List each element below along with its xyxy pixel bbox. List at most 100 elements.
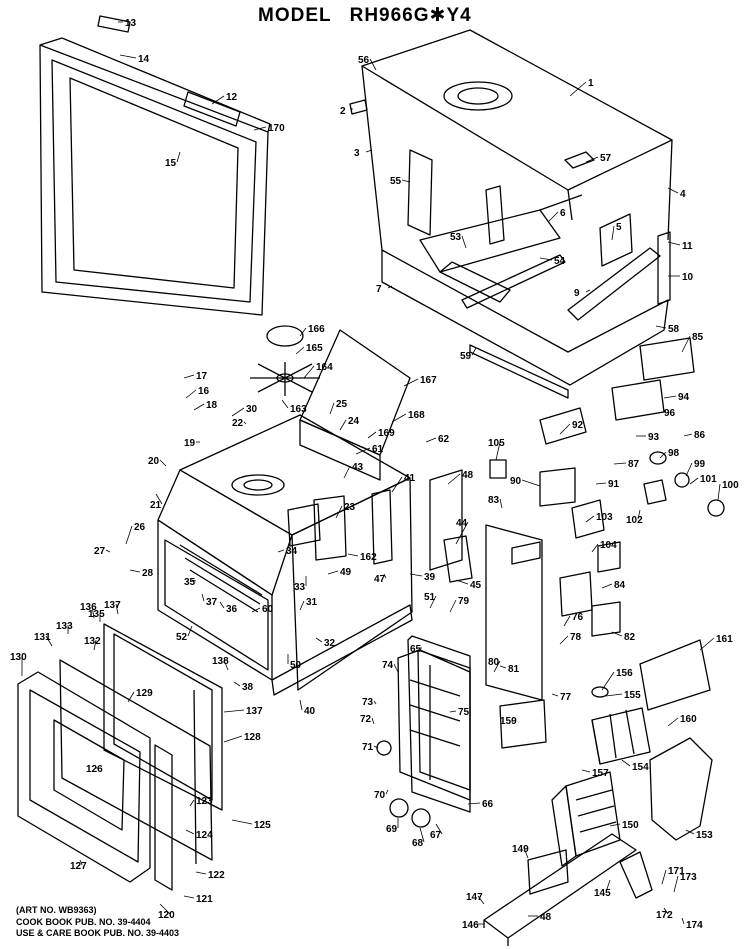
- leader-line-22: [243, 421, 247, 425]
- leader-line-137: [115, 603, 119, 615]
- part-label-48: 48: [540, 912, 552, 923]
- leader-line-72: [371, 717, 375, 725]
- part-label-167: 167: [420, 375, 437, 386]
- leader-line-5: [611, 225, 615, 241]
- part-label-55: 55: [390, 176, 402, 187]
- part-label-136: 136: [80, 602, 97, 613]
- part-label-70: 70: [374, 790, 386, 801]
- part-label-146: 146: [462, 920, 479, 931]
- part-label-79: 79: [458, 596, 470, 607]
- part-label-131: 131: [34, 632, 51, 643]
- leader-line-45: [455, 579, 469, 585]
- part-label-135: 135: [88, 609, 105, 620]
- part-label-59: 59: [460, 351, 472, 362]
- leader-line-124: [185, 829, 195, 835]
- leader-line-123: [189, 799, 195, 807]
- part-label-122: 122: [208, 870, 225, 881]
- part-label-154: 154: [632, 762, 649, 773]
- part-label-149: 149: [512, 844, 529, 855]
- leader-line-35: [191, 579, 197, 582]
- leader-line-149: [523, 847, 529, 859]
- leader-line-74: [393, 663, 399, 673]
- part-label-132: 132: [84, 636, 101, 647]
- part-label-81: 81: [508, 664, 520, 675]
- leader-line-96: [651, 411, 663, 415]
- part-label-76: 76: [572, 612, 584, 623]
- part-label-14: 14: [138, 54, 150, 65]
- leader-line-6: [547, 211, 559, 223]
- part-label-57: 57: [600, 153, 612, 164]
- part-label-19: 19: [184, 438, 196, 449]
- part-label-123: 123: [196, 796, 213, 807]
- part-label-40: 40: [304, 706, 316, 717]
- leader-line-145: [605, 879, 611, 893]
- leader-line-18: [193, 403, 205, 411]
- leader-line-75: [449, 710, 457, 713]
- leader-line-80: [493, 660, 501, 673]
- leader-line-59: [471, 347, 477, 356]
- leader-line-160: [667, 717, 679, 727]
- leader-line-91: [595, 482, 607, 485]
- leader-line-86: [683, 433, 693, 437]
- leader-line-162: [347, 553, 359, 557]
- part-label-99: 99: [694, 459, 706, 470]
- part-label-74: 74: [382, 660, 394, 671]
- leader-line-92: [559, 423, 571, 435]
- leader-line-168: [391, 413, 407, 423]
- leader-line-172: [663, 907, 669, 915]
- leader-line-71: [373, 745, 379, 749]
- leader-line-51: [429, 595, 437, 609]
- leader-line-31: [299, 600, 305, 611]
- part-label-24: 24: [348, 416, 360, 427]
- part-label-103: 103: [596, 512, 613, 523]
- switch-and-relay-outlines: [287, 337, 725, 899]
- part-label-168: 168: [408, 410, 425, 421]
- leader-line-67: [435, 823, 443, 835]
- leader-line-49: [327, 570, 339, 575]
- part-label-171: 171: [668, 866, 685, 877]
- part-label-38: 38: [242, 682, 254, 693]
- part-label-85: 85: [692, 332, 704, 343]
- leader-line-7: [387, 285, 393, 289]
- part-label-120: 120: [158, 910, 175, 921]
- leader-line-37: [201, 593, 205, 602]
- leader-line-136: [91, 605, 95, 619]
- leader-line-54: [539, 257, 553, 261]
- leader-line-39: [409, 573, 423, 577]
- cook-book-pub: COOK BOOK PUB. NO. 39-4404: [16, 916, 151, 927]
- title-model: RH966G✱Y4: [349, 5, 472, 26]
- leader-line-20: [159, 459, 167, 467]
- part-label-26: 26: [134, 522, 146, 533]
- part-label-153: 153: [696, 830, 713, 841]
- leader-line-94: [663, 395, 677, 399]
- part-label-92: 92: [572, 420, 584, 431]
- leader-line-103: [585, 515, 595, 523]
- leader-line-68: [419, 827, 425, 843]
- leader-line-40: [299, 699, 303, 711]
- part-label-170: 170: [268, 123, 285, 134]
- leader-line-61: [355, 447, 371, 455]
- leader-line-165: [295, 346, 305, 355]
- part-label-25: 25: [336, 399, 348, 410]
- part-label-31: 31: [306, 597, 318, 608]
- leader-line-82: [611, 631, 623, 637]
- part-label-77: 77: [560, 692, 572, 703]
- leader-line-150: [609, 823, 621, 827]
- part-label-6: 6: [560, 208, 566, 219]
- leader-line-14: [119, 54, 137, 59]
- part-label-161: 161: [716, 634, 733, 645]
- part-label-137: 137: [104, 600, 121, 611]
- leader-line-26: [125, 525, 133, 545]
- leader-line-76: [563, 615, 571, 627]
- leader-line-24: [339, 419, 347, 431]
- part-label-1: 1: [588, 78, 594, 89]
- leader-line-171: [661, 869, 667, 885]
- part-label-30: 30: [246, 404, 258, 415]
- part-label-160: 160: [680, 714, 697, 725]
- leader-line-85: [681, 335, 691, 353]
- leader-line-77: [551, 693, 559, 697]
- leader-line-83: [499, 498, 503, 509]
- part-label-83: 83: [488, 495, 500, 506]
- leader-line-57: [585, 156, 599, 163]
